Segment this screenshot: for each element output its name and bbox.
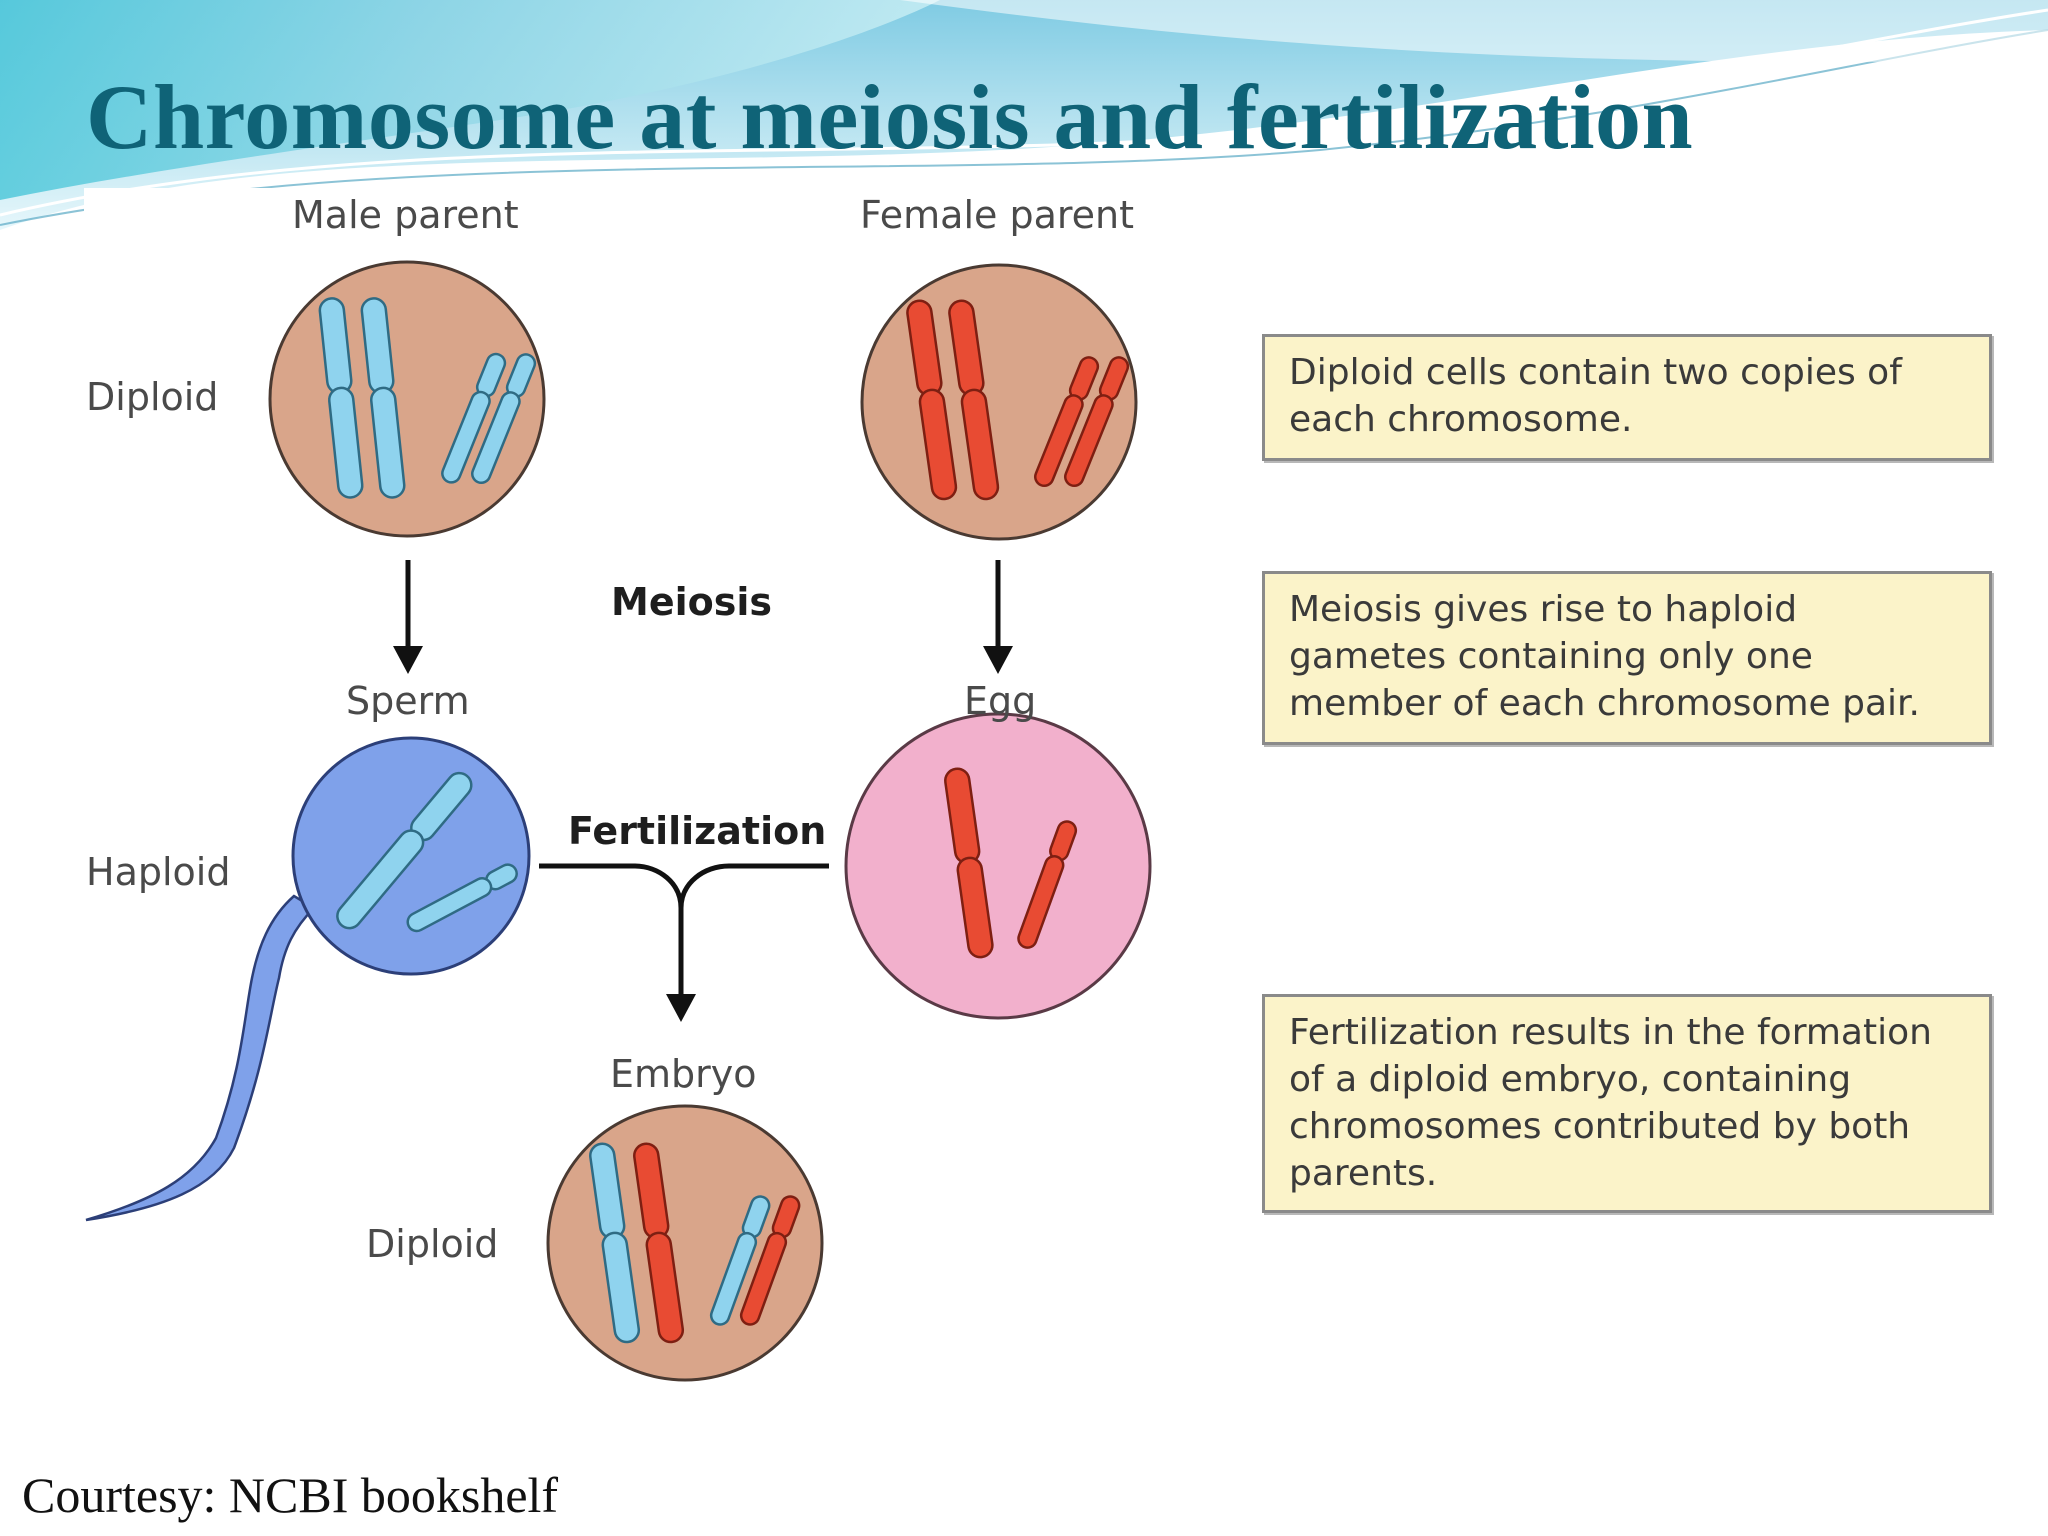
female-chromosome-short-2 — [1064, 356, 1130, 488]
label-embryo: Embryo — [610, 1052, 757, 1096]
diagram-artwork — [85, 260, 1152, 1382]
note-diploid: Diploid cells contain two copies of each… — [1262, 334, 1992, 461]
egg-chromosome-long — [944, 767, 994, 959]
embryo-chromosome-paternal-short — [709, 1195, 771, 1326]
label-diploid-bottom: Diploid — [366, 1222, 499, 1266]
label-fertilization: Fertilization — [568, 809, 827, 853]
female-chromosome-long-2 — [948, 299, 1000, 501]
embryo-chromosome-paternal-long — [589, 1142, 641, 1344]
meiosis-arrow-male — [393, 560, 423, 674]
embryo-diploid-cell — [546, 1104, 824, 1382]
note-meiosis: Meiosis gives rise to haploid gametes co… — [1262, 571, 1992, 745]
fertilization-arrow — [539, 863, 829, 1022]
female-chromosome-long-1 — [906, 299, 958, 501]
wave-light-sweep — [900, 0, 2048, 62]
header-wave-decoration — [0, 0, 2048, 230]
sperm-chromosome-short — [406, 863, 518, 933]
male-chromosome-long-1 — [318, 297, 364, 499]
label-diploid-top: Diploid — [86, 375, 219, 419]
sperm-chromosome-long — [336, 771, 473, 930]
female-diploid-cell — [860, 263, 1138, 541]
egg-body — [844, 712, 1152, 1020]
embryo-chromosome-maternal-long — [633, 1142, 685, 1344]
sperm-tail — [85, 894, 317, 1222]
male-chromosome-long-2 — [360, 297, 406, 499]
note-fertilization: Fertilization results in the formation o… — [1262, 994, 1992, 1213]
label-female-parent: Female parent — [860, 193, 1135, 237]
male-chromosome-short-1 — [441, 352, 507, 484]
sperm-cell — [85, 736, 531, 1222]
egg-chromosome-short — [1017, 820, 1078, 949]
label-meiosis: Meiosis — [611, 580, 772, 624]
slide-title: Chromosome at meiosis and fertilization — [86, 66, 1694, 168]
embryo-chromosome-maternal-short — [739, 1195, 801, 1326]
meiosis-fertilization-diagram: Male parent Female parent Diploid Meiosi… — [84, 188, 1992, 1408]
meiosis-arrow-female — [983, 560, 1013, 674]
credit-caption: Courtesy: NCBI bookshelf — [22, 1467, 559, 1523]
female-chromosome-short-1 — [1034, 356, 1100, 488]
male-diploid-cell — [268, 260, 546, 538]
egg-cell — [844, 712, 1152, 1020]
label-egg: Egg — [964, 679, 1037, 723]
label-male-parent: Male parent — [292, 193, 519, 237]
wave-band-front — [0, 0, 940, 200]
wave-line-2 — [0, 29, 2048, 226]
label-haploid: Haploid — [86, 850, 231, 894]
label-sperm: Sperm — [346, 679, 470, 723]
male-chromosome-short-2 — [471, 353, 537, 485]
